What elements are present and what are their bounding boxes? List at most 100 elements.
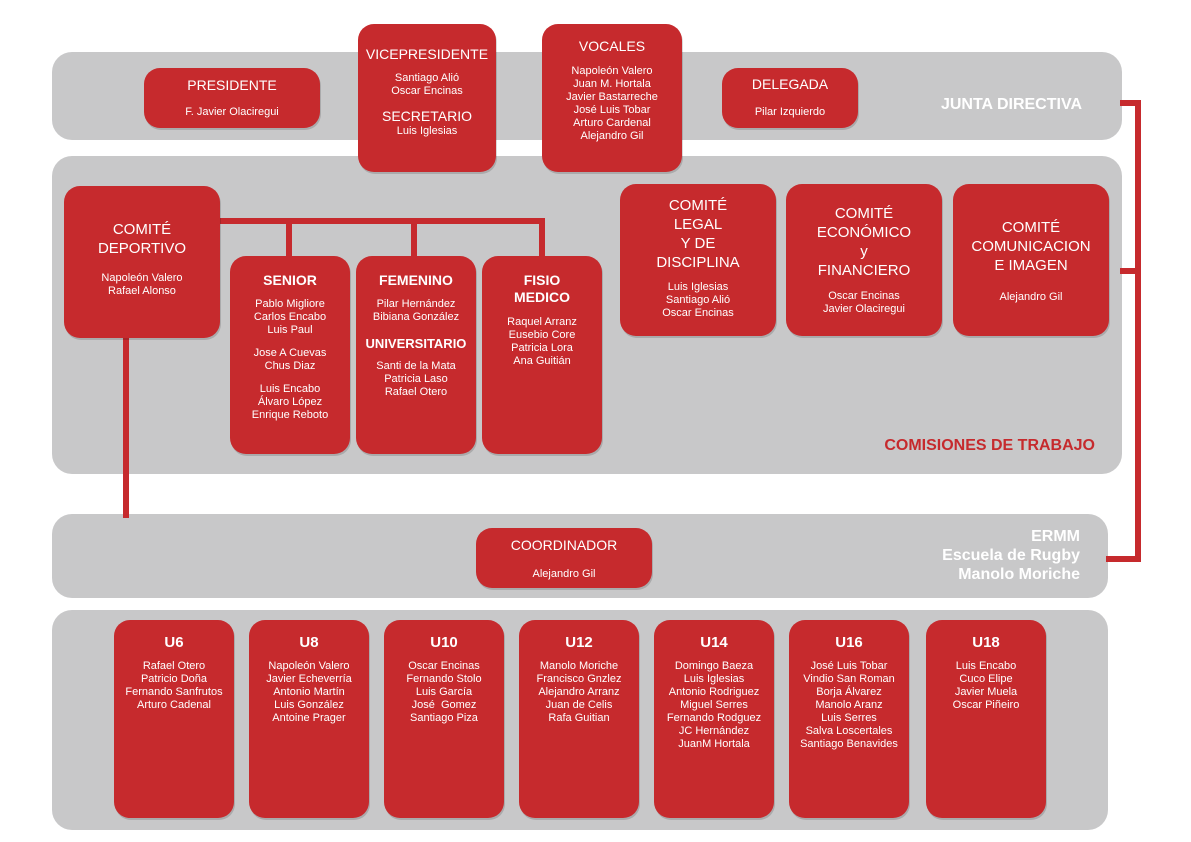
- box-name: Patricio Doña: [140, 673, 208, 685]
- box-name: Rafael Alonso: [108, 285, 176, 297]
- box-name: Javier Bastarreche: [566, 91, 658, 103]
- connector-senior: [286, 218, 292, 260]
- vocales-box: VOCALES Napoleón Valero Juan M. Hortala …: [542, 24, 682, 172]
- box-name: Oscar Encinas: [828, 290, 900, 302]
- comisiones-label: COMISIONES DE TRABAJO: [884, 437, 1095, 454]
- box-name: Luis Paul: [267, 324, 313, 336]
- team-box-u12: U12 Manolo Moriche Francisco Gnzlez Alej…: [519, 620, 639, 818]
- box-name: Enrique Reboto: [251, 409, 329, 421]
- box-name: Francisco Gnzlez: [536, 673, 622, 685]
- box-title: LEGAL: [673, 216, 723, 233]
- box-name: JC Hernández: [678, 725, 750, 737]
- box-name: Pilar Hernández: [376, 298, 456, 310]
- ermm-label-line: ERMM: [1031, 528, 1080, 545]
- box-name: Luis Encabo: [955, 660, 1017, 672]
- box-name: Oscar Encinas: [408, 660, 480, 672]
- box-name: Cuco Elipe: [959, 673, 1013, 685]
- vicepresidente-box: VICEPRESIDENTE Santiago Alió Oscar Encin…: [358, 24, 496, 172]
- box-title: FINANCIERO: [817, 262, 911, 279]
- box-name: Oscar Encinas: [662, 307, 734, 319]
- box-name: Fernando Rodguez: [666, 712, 762, 724]
- box-title: DISCIPLINA: [656, 254, 740, 271]
- box-name: Alejandro Gil: [999, 291, 1063, 303]
- box-title: COORDINADOR: [510, 537, 618, 553]
- team-box-u16: U16 José Luis Tobar Vindio San Roman Bor…: [789, 620, 909, 818]
- box-title: MEDICO: [514, 289, 570, 305]
- connector-ermm: [1106, 556, 1141, 562]
- box-name: Oscar Piñeiro: [952, 699, 1020, 711]
- junta-directiva-label: JUNTA DIRECTIVA: [940, 96, 1082, 113]
- box-name: Santiago Benavides: [800, 738, 898, 750]
- box-name: Carlos Encabo: [253, 311, 327, 323]
- presidente-box: PRESIDENTE F. Javier Olaciregui: [144, 68, 320, 128]
- box-name: Oscar Encinas: [391, 85, 463, 97]
- box-name: Eusebio Core: [508, 329, 576, 341]
- box-name: Fernando Stolo: [406, 673, 482, 685]
- box-name: Patricia Laso: [384, 373, 448, 385]
- team-box-u8: U8 Napoleón Valero Javier Echeverría Ant…: [249, 620, 369, 818]
- box-title: VOCALES: [578, 38, 646, 54]
- box-name: Luis Serres: [821, 712, 877, 724]
- box-title: COMITÉ: [1001, 219, 1061, 236]
- team-title: U18: [972, 634, 1000, 651]
- team-title: U10: [430, 634, 458, 651]
- box-name: Antonio Martín: [273, 686, 345, 698]
- box-name: F. Javier Olaciregui: [185, 106, 279, 118]
- team-title: U8: [299, 634, 319, 651]
- box-name: Napoleón Valero: [571, 65, 653, 77]
- team-title: U16: [835, 634, 863, 651]
- box-title: y: [860, 243, 868, 260]
- box-title: DEPORTIVO: [97, 240, 187, 257]
- box-name: Alejandro Gil: [580, 130, 644, 142]
- box-name: Napoleón Valero: [101, 272, 183, 284]
- box-name: Patricia Lora: [511, 342, 573, 354]
- box-name: Vindio San Roman: [803, 673, 895, 685]
- team-title: U14: [700, 634, 728, 651]
- box-title: FEMENINO: [379, 272, 453, 288]
- box-name: José Luis Tobar: [573, 104, 651, 116]
- box-title: VICEPRESIDENTE: [365, 46, 489, 62]
- box-name: Rafael Otero: [142, 660, 206, 672]
- box-name: Pablo Migliore: [255, 298, 325, 310]
- box-name: Napoleón Valero: [268, 660, 350, 672]
- connector-deportivo-down: [123, 330, 129, 518]
- box-name: José Luis Tobar: [810, 660, 888, 672]
- box-name: Miguel Serres: [680, 699, 748, 711]
- box-title: FISIO: [523, 272, 561, 288]
- box-name: Antoine Prager: [272, 712, 346, 724]
- box-name: Javier Echeverría: [266, 673, 352, 685]
- box-name: Antonio Rodriguez: [668, 686, 760, 698]
- box-name: Fernando Sanfrutos: [125, 686, 223, 698]
- box-name: Luis Iglesias: [683, 673, 745, 685]
- secretario-title: SECRETARIO: [382, 108, 472, 124]
- senior-box: SENIOR Pablo Migliore Carlos Encabo Luis…: [230, 256, 350, 454]
- team-box-u14: U14 Domingo Baeza Luis Iglesias Antonio …: [654, 620, 774, 818]
- box-name: Arturo Cadenal: [137, 699, 211, 711]
- box-name: Salva Loscertales: [805, 725, 893, 737]
- box-name: Luis Iglesias: [396, 125, 458, 137]
- box-name: Luis González: [274, 699, 344, 711]
- box-name: Manolo Aranz: [815, 699, 883, 711]
- team-box-u6: U6 Rafael Otero Patricio Doña Fernando S…: [114, 620, 234, 818]
- comite-legal-box: COMITÉ LEGAL Y DE DISCIPLINA Luis Iglesi…: [620, 184, 776, 336]
- box-title: PRESIDENTE: [187, 77, 277, 93]
- box-name: Santiago Alió: [394, 72, 460, 84]
- box-name: Luis Iglesias: [667, 281, 729, 293]
- team-box-u18: U18 Luis Encabo Cuco Elipe Javier Muela …: [926, 620, 1046, 818]
- comite-economico-box: COMITÉ ECONÓMICO y FINANCIERO Oscar Enci…: [786, 184, 942, 336]
- box-title: SENIOR: [263, 272, 317, 288]
- connector-right-vertical: [1135, 100, 1141, 562]
- box-name: Raquel Arranz: [507, 316, 577, 328]
- fisio-medico-box: FISIO MEDICO Raquel Arranz Eusebio Core …: [482, 256, 602, 454]
- box-title: COMITÉ: [112, 221, 172, 238]
- box-title: COMITÉ: [668, 197, 728, 214]
- box-name: Bibiana González: [372, 311, 460, 323]
- box-name: Santiago Alió: [665, 294, 731, 306]
- box-name: JuanM Hortala: [678, 738, 750, 750]
- delegada-box: DELEGADA Pilar Izquierdo: [722, 68, 858, 128]
- connector-deportivo-horizontal: [218, 218, 545, 224]
- ermm-label-line: Escuela de Rugby: [942, 547, 1080, 564]
- box-name: Alejandro Arranz: [538, 686, 620, 698]
- box-title: DELEGADA: [751, 76, 829, 92]
- box-name: Jose A Cuevas: [253, 347, 327, 359]
